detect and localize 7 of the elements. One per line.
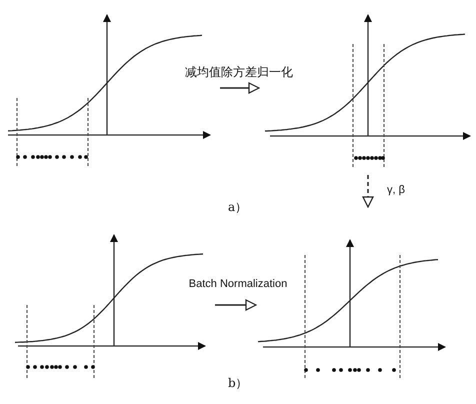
hollow-arrow: [215, 299, 257, 311]
panel-label: b）: [228, 376, 248, 390]
edge-label: 减均值除方差归一化: [183, 65, 295, 79]
panel-label: a）: [228, 200, 248, 214]
edge-label: γ, β: [385, 183, 407, 197]
hollow-arrow: [362, 175, 374, 208]
hollow-arrow: [220, 82, 260, 94]
